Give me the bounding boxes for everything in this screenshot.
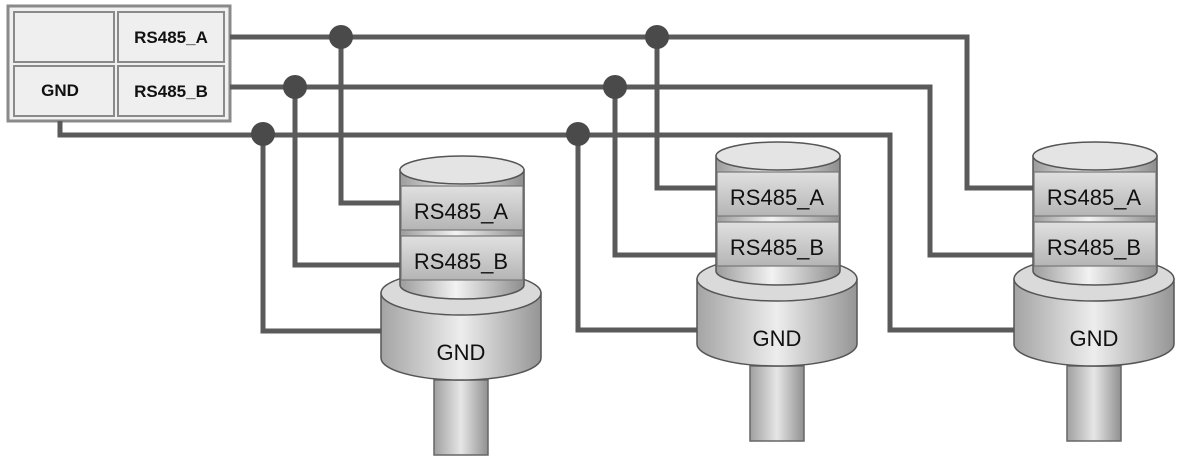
controller-gnd-label: GND bbox=[41, 81, 79, 100]
device-3: GND RS485_A RS485_B bbox=[1013, 141, 1175, 442]
bus-wire-rs485-a bbox=[230, 34, 1035, 191]
device-rs485-b-label: RS485_B bbox=[414, 249, 508, 274]
device-rs485-b-label: RS485_B bbox=[730, 235, 824, 260]
device-1: GND RS485_A RS485_B bbox=[380, 155, 542, 456]
device-rs485-a-label: RS485_A bbox=[414, 199, 509, 224]
drop-wire-device-1-a bbox=[338, 37, 402, 206]
device-rs485-b-label: RS485_B bbox=[1047, 235, 1141, 260]
device-band-a bbox=[1033, 171, 1157, 217]
device-band-a bbox=[716, 171, 840, 217]
device-2: GND RS485_A RS485_B bbox=[696, 141, 858, 442]
junction-dot bbox=[251, 122, 275, 146]
controller-cell-top-left bbox=[13, 11, 115, 63]
device-band-a bbox=[400, 185, 524, 231]
bus-wire-gnd bbox=[57, 121, 1015, 333]
junction-dot bbox=[329, 25, 353, 49]
bus-wire-rs485-b bbox=[230, 84, 1035, 258]
device-stem bbox=[749, 365, 805, 442]
device-top bbox=[1032, 141, 1158, 171]
device-rs485-a-label: RS485_A bbox=[1047, 185, 1142, 210]
junction-dot bbox=[283, 75, 307, 99]
drop-wire-device-2-b bbox=[612, 87, 718, 258]
junction-dot bbox=[603, 75, 627, 99]
device-band-b bbox=[400, 235, 524, 281]
device-gnd-label: GND bbox=[1070, 326, 1119, 351]
drop-wire-device-2-gnd bbox=[575, 135, 698, 333]
controller-rs485-a-label: RS485_A bbox=[134, 28, 208, 47]
device-stem bbox=[433, 379, 489, 456]
device-top bbox=[399, 155, 525, 185]
device-base bbox=[696, 278, 858, 367]
drop-wire-device-1-gnd bbox=[260, 135, 382, 334]
device-base bbox=[380, 292, 542, 381]
junction-dot bbox=[645, 25, 669, 49]
device-base bbox=[1013, 278, 1175, 367]
controller-cell-gnd bbox=[13, 65, 115, 117]
controller-cell-rs485-b bbox=[117, 65, 225, 117]
device-stem bbox=[1066, 365, 1122, 442]
device-gnd-label: GND bbox=[753, 326, 802, 351]
device-band-b bbox=[716, 221, 840, 267]
junctions bbox=[251, 25, 669, 146]
device-gnd-label: GND bbox=[437, 340, 486, 365]
controller-block: RS485_A GND RS485_B bbox=[6, 4, 232, 123]
device-rs485-a-label: RS485_A bbox=[730, 185, 825, 210]
device-top bbox=[715, 141, 841, 171]
device-band-b bbox=[1033, 221, 1157, 267]
drop-wire-device-2-a bbox=[654, 37, 718, 191]
junction-dot bbox=[566, 122, 590, 146]
drop-wire-device-1-b bbox=[292, 87, 402, 268]
controller-cell-rs485-a bbox=[117, 11, 225, 63]
bus-wires bbox=[57, 34, 1035, 334]
controller-rs485-b-label: RS485_B bbox=[134, 82, 208, 101]
